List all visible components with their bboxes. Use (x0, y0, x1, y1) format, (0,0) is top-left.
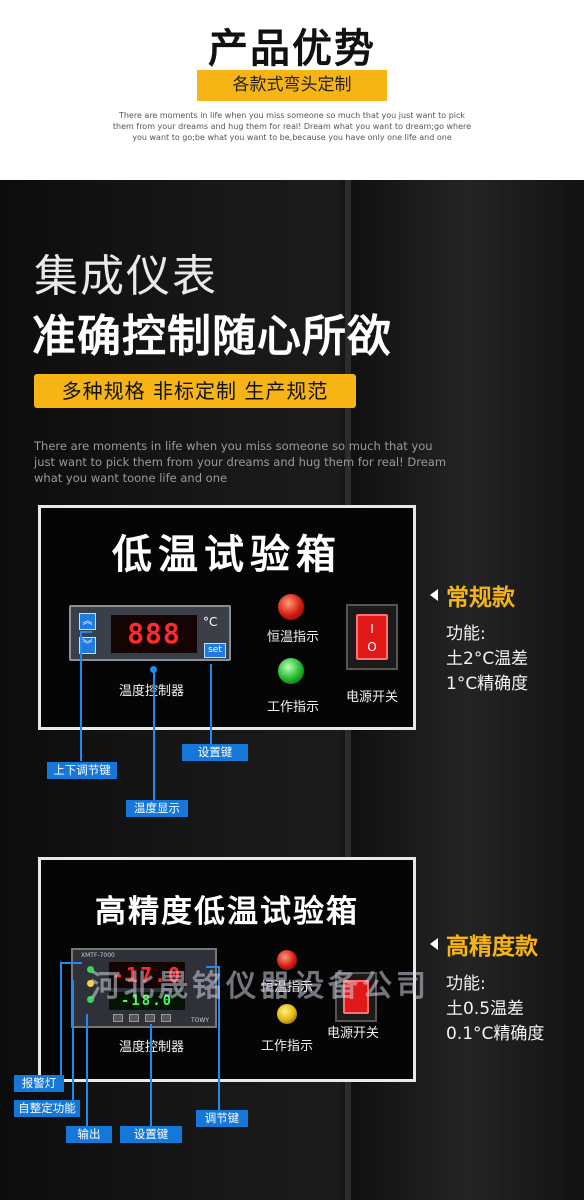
feature-temp-diff: 土0.5温差 (446, 999, 525, 1019)
controller-label: 温度控制器 (119, 684, 185, 699)
callout-line (72, 980, 74, 1100)
callout-line (206, 966, 220, 968)
panel-title: 低温试验箱 (112, 531, 342, 578)
shift-key-button[interactable] (129, 1014, 139, 1022)
callout-adjust-keys: 上下调节键 (47, 762, 117, 779)
temperature-controller: ︽ ︾ 888 °C set (69, 605, 231, 661)
pointer-arrow-icon (430, 938, 438, 950)
down-key-button[interactable] (145, 1014, 155, 1022)
header-section: 产品优势 各款式弯头定制 There are moments in life w… (0, 0, 584, 180)
hero-tags: 多种规格 非标定制 生产规范 (34, 374, 356, 408)
feature-label: 功能: (446, 624, 486, 644)
controller-brand: TOWY (191, 1017, 209, 1024)
alarm-led-icon (87, 966, 94, 973)
callout-alarm-lamp: 报警灯 (14, 1075, 64, 1092)
callout-output: 输出 (66, 1126, 112, 1143)
callout-line (218, 966, 220, 1110)
callout-set-key: 设置键 (120, 1126, 182, 1143)
callout-line (60, 962, 62, 1076)
feature-accuracy: 1°C精确度 (446, 674, 529, 694)
up-key-button[interactable] (161, 1014, 171, 1022)
constant-temp-lamp (278, 594, 304, 620)
callout-line (80, 631, 82, 761)
high-precision-model-title: 高精度款 (446, 934, 538, 960)
power-switch-label: 电源开关 (327, 1026, 380, 1041)
callout-line (80, 631, 92, 633)
set-value-display: -18.0 (109, 992, 185, 1010)
process-value-display: -17.0 (109, 962, 185, 988)
callout-temperature-display: 温度显示 (126, 800, 188, 817)
hero-line-1: 集成仪表 (34, 251, 218, 302)
constant-temp-label: 恒温指示 (261, 980, 314, 995)
callout-line (60, 962, 82, 964)
work-indicator-label: 工作指示 (261, 1039, 314, 1054)
pointer-arrow-icon (430, 589, 438, 601)
feature-accuracy: 0.1°C精确度 (446, 1024, 545, 1044)
set-button[interactable]: set (204, 643, 226, 658)
power-switch-label: 电源开关 (346, 690, 399, 705)
callout-line (210, 664, 212, 744)
callout-set-key: 设置键 (182, 744, 248, 761)
celsius-unit: °C (203, 615, 218, 629)
header-badge: 各款式弯头定制 (197, 70, 387, 101)
feature-label: 功能: (446, 974, 486, 994)
work-indicator-label: 工作指示 (267, 700, 320, 715)
work-indicator-lamp (277, 1004, 297, 1024)
autotune-led-icon (87, 980, 94, 987)
up-arrow-icon[interactable]: ︽ (79, 613, 96, 630)
page-title: 产品优势 (208, 26, 376, 72)
output-led-icon (87, 996, 94, 1003)
callout-autotune: 自整定功能 (14, 1100, 80, 1117)
header-description: There are moments in life when you miss … (112, 111, 472, 142)
callout-line (86, 1014, 88, 1126)
constant-temp-label: 恒温指示 (267, 630, 320, 645)
panel-title: 高精度低温试验箱 (95, 894, 359, 930)
power-switch[interactable] (343, 980, 369, 1014)
hero-description: There are moments in life when you miss … (34, 439, 447, 485)
callout-line (150, 1024, 152, 1126)
company-watermark: 河北晟铭仪器设备公司 (90, 969, 430, 1004)
controller-model: XMTF-7000 (81, 952, 115, 959)
temperature-display: 888 (111, 615, 197, 653)
hero-line-2: 准确控制随心所欲 (32, 311, 392, 362)
work-indicator-lamp (278, 658, 304, 684)
control-panel-standard: 低温试验箱 ︽ ︾ 888 °C set 温度控制器 恒温指示 工作指示 I O… (38, 505, 416, 730)
set-key-button[interactable] (113, 1014, 123, 1022)
callout-line (153, 670, 155, 800)
standard-model-title: 常规款 (446, 585, 515, 611)
down-arrow-icon[interactable]: ︾ (79, 637, 96, 654)
callout-adjust-key: 调节键 (196, 1110, 248, 1127)
feature-temp-diff: 土2°C温差 (446, 649, 529, 669)
power-switch[interactable]: I O (356, 614, 388, 660)
callout-dot (150, 666, 157, 673)
constant-temp-lamp (277, 950, 297, 970)
